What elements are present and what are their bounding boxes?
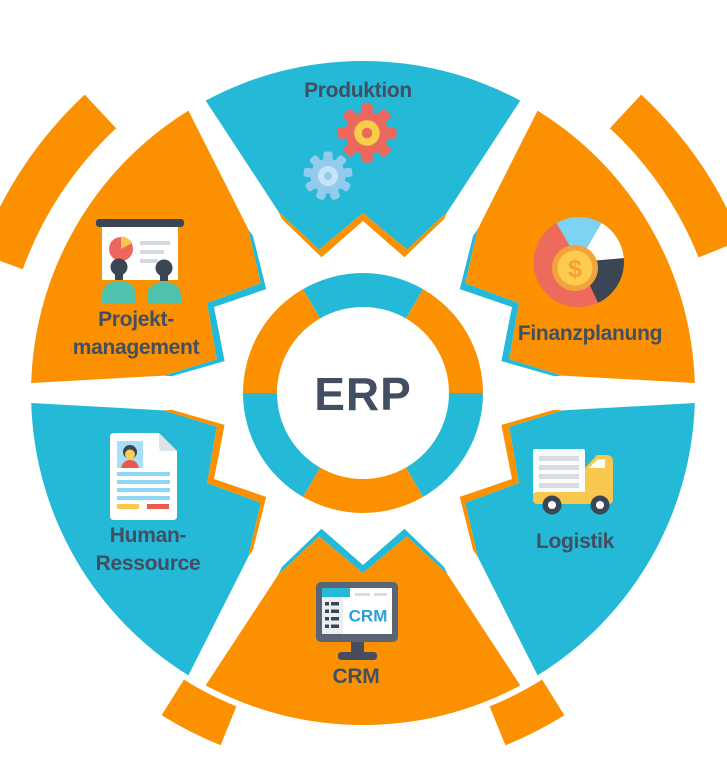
segment-label-human-ressource: Human- Ressource bbox=[95, 524, 201, 575]
presentation-board-icon bbox=[96, 219, 184, 304]
ring-arc-logistik bbox=[406, 393, 483, 497]
ring-arc-finanzplanung bbox=[406, 289, 483, 393]
segment-label-produktion: Produktion bbox=[304, 79, 412, 102]
segment-label-projektmanagement: Projekt- management bbox=[72, 308, 200, 359]
wedge-fringe-human_ressource bbox=[163, 409, 267, 557]
gears-icon bbox=[303, 103, 397, 200]
monitor-screen-text: CRM bbox=[349, 607, 388, 626]
segment-label-finanzplanung: Finanzplanung bbox=[517, 322, 663, 345]
red-gear-icon bbox=[337, 103, 397, 163]
finanzplanung-outer-arc bbox=[609, 94, 727, 258]
center-ring bbox=[243, 273, 483, 513]
crm-outer-arc-left bbox=[161, 679, 237, 746]
ring-arc-crm bbox=[303, 467, 423, 513]
wedge-fringe-logistik bbox=[459, 409, 563, 557]
segment-label-logistik: Logistik bbox=[535, 530, 615, 553]
erp-center-label: ERP bbox=[314, 368, 412, 420]
dollar-sign: $ bbox=[568, 255, 582, 283]
crm-monitor-icon: CRM bbox=[316, 582, 398, 660]
donut-chart-coin-icon: $ bbox=[533, 216, 624, 308]
wedge-human_ressource bbox=[31, 403, 261, 676]
ring-arc-projektmanagement bbox=[243, 289, 320, 393]
dollar-coin-icon: $ bbox=[552, 245, 598, 291]
segment-label-crm: CRM bbox=[332, 665, 380, 688]
ring-arc-produktion bbox=[303, 273, 423, 319]
outer-arc-decorations bbox=[0, 94, 727, 746]
delivery-truck-icon bbox=[533, 449, 613, 515]
ring-arc-human_ressource bbox=[243, 393, 320, 497]
wedge-fringe-crm bbox=[278, 528, 448, 575]
projektmanagement-outer-arc bbox=[0, 94, 117, 270]
blue-gear-icon bbox=[303, 151, 353, 200]
crm-outer-arc-right bbox=[489, 679, 565, 746]
resume-document-icon bbox=[110, 433, 177, 520]
wedge-logistik bbox=[465, 403, 695, 676]
wedge-fringe-projektmanagement bbox=[163, 229, 267, 377]
wedge-fringe-produktion bbox=[278, 211, 448, 258]
wedge-fringe-finanzplanung bbox=[459, 229, 563, 377]
